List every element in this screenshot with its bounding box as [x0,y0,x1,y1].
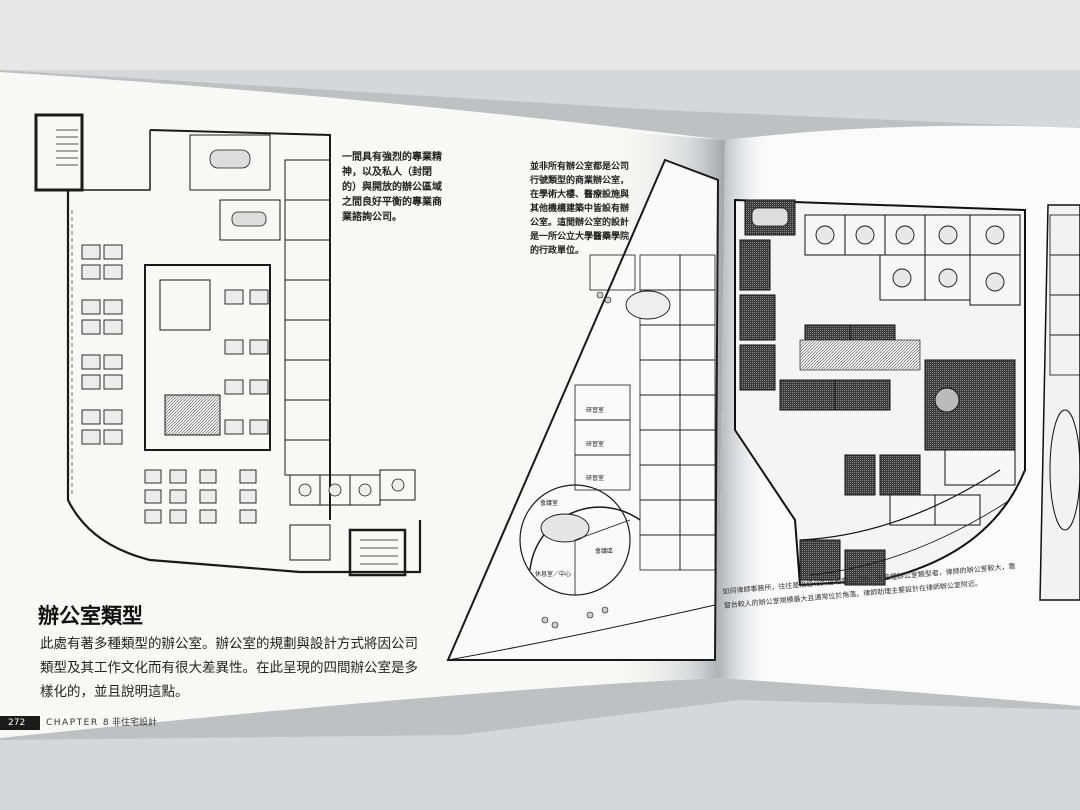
room-label: 研習室 [586,440,604,448]
left-floor-plan [34,113,422,577]
far-right-plan [1039,204,1080,601]
room-label: 會議區 [595,547,613,555]
room-label: 研習室 [586,406,604,414]
page-number-bar [0,716,40,730]
chapter-label: CHAPTER 8 [46,718,111,728]
section-heading: 辦公室類型 [38,604,143,628]
body-paragraph: 此處有著多種類型的辦公室。辦公室的規劃與設計方式將因公司類型及其工作文化而有很大… [40,636,418,700]
middle-plan-caption: 並非所有辦公室都是公司行號類型的商業辦公室，在學術大樓、醫療設施與其他機構建築中… [530,162,630,256]
room-label: 休息室／中心 [535,570,571,578]
left-plan-caption: 一間具有強烈的專業精神，以及私人（封閉的）與開放的辦公區域之間良好平衡的專業商業… [342,152,442,223]
page-number: 272 [8,718,26,728]
room-label: 會議室 [540,499,558,507]
room-label: 研習室 [586,474,604,482]
right-floor-plan [734,198,1026,587]
middle-floor-plan [446,158,720,661]
room-labels: 會議室 休息室／中心 會議區 研習室 研習室 研習室 [535,406,613,578]
chapter-title: 非住宅設計 [112,718,158,728]
